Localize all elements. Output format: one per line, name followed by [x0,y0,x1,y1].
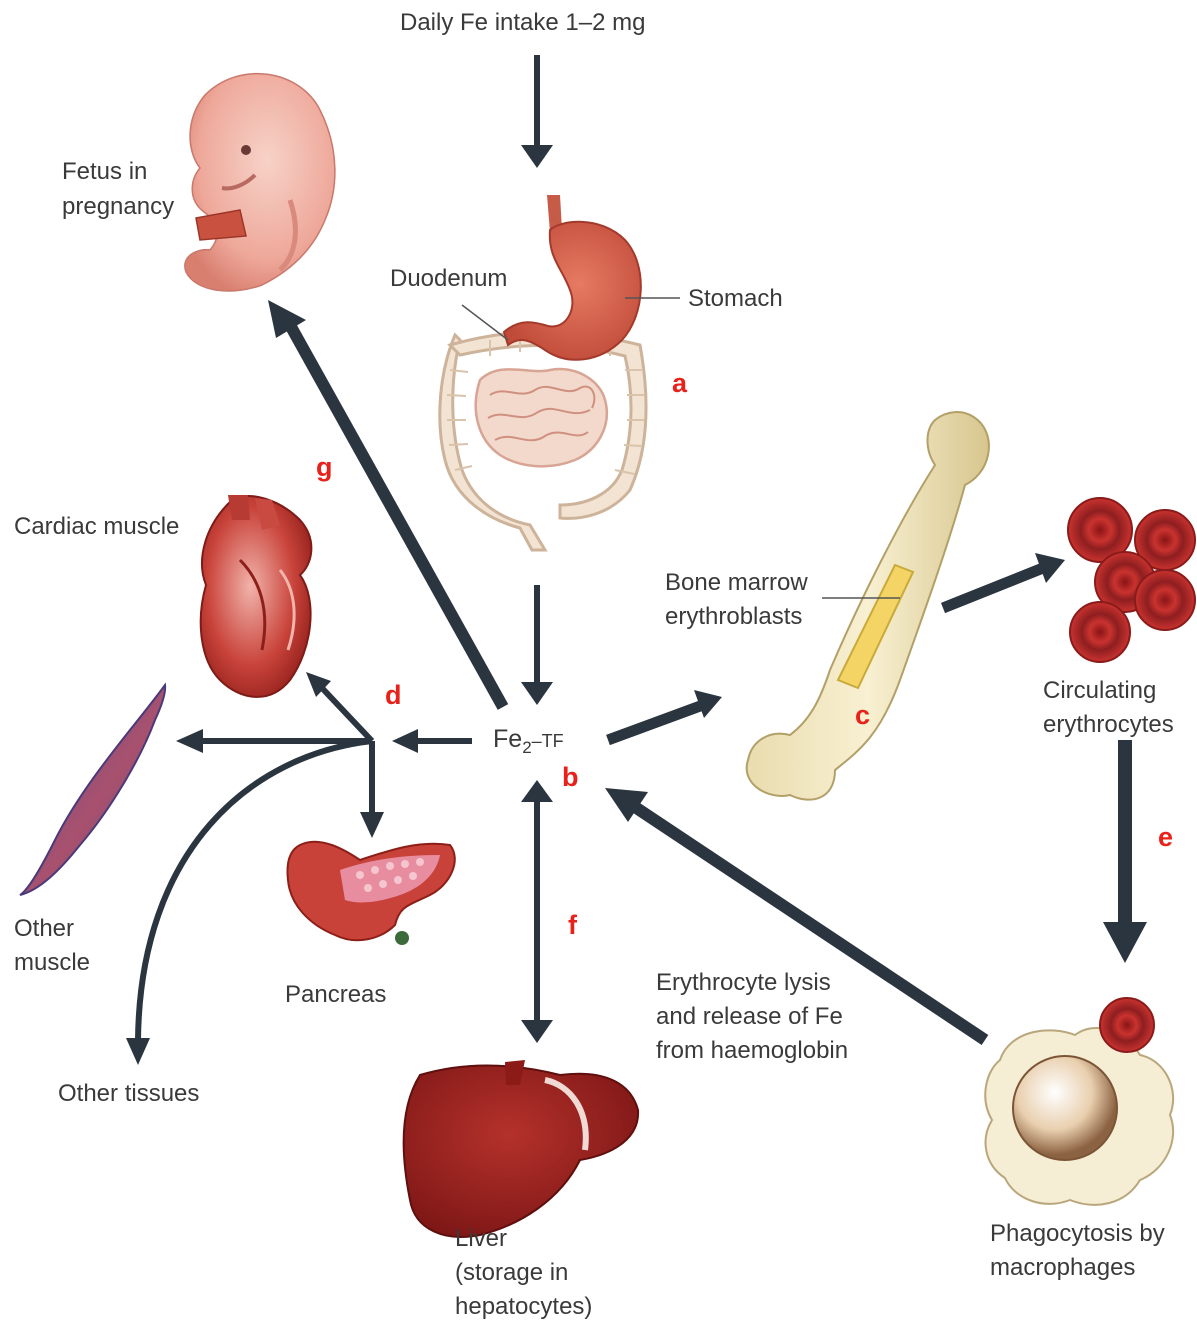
bone-marrow-label-line2: erythroblasts [665,600,802,633]
other-muscle-label-line1: Other [14,912,74,945]
other-tissues-label: Other tissues [58,1077,199,1110]
tf-text: –TF [532,731,564,751]
fetus-illustration [185,74,335,291]
intake-label: Daily Fe intake 1–2 mg [400,6,645,39]
duodenum-label: Duodenum [390,262,507,295]
fetus-label-line2: pregnancy [62,190,174,223]
fe-tf-label: Fe2–TF [493,725,564,758]
step-letter-e: e [1158,822,1173,853]
step-letter-f: f [568,910,577,941]
liver-label-line2: (storage in [455,1256,568,1289]
erythrocytes-illustration [1068,498,1195,662]
other-muscle-label-line2: muscle [14,946,90,979]
step-letter-b: b [562,762,579,793]
step-letter-a: a [672,368,687,399]
fe-subscript: 2 [522,738,531,757]
step-letter-d: d [385,680,402,711]
muscle-illustration [20,685,165,895]
stomach-label: Stomach [688,282,783,315]
heart-illustration [201,495,312,697]
lysis-label-line1: Erythrocyte lysis [656,966,831,999]
fetus-label-line1: Fetus in [62,155,147,188]
step-letter-g: g [316,452,333,483]
phagocytosis-label-line2: macrophages [990,1251,1135,1284]
lysis-label-line3: from haemoglobin [656,1034,848,1067]
pancreas-label: Pancreas [285,978,386,1011]
bone-marrow-label-line1: Bone marrow [665,566,808,599]
fe-text: Fe [493,725,522,753]
digestive-tract-illustration [440,195,646,550]
liver-label-line3: hepatocytes) [455,1290,592,1322]
pancreas-illustration [288,842,455,945]
macrophage-illustration [985,998,1173,1205]
phagocytosis-label-line1: Phagocytosis by [990,1217,1165,1250]
cardiac-muscle-label: Cardiac muscle [14,510,179,543]
circulating-label-line1: Circulating [1043,674,1156,707]
circulating-label-line2: erythrocytes [1043,708,1174,741]
lysis-label-line2: and release of Fe [656,1000,843,1033]
step-letter-c: c [855,700,870,731]
liver-illustration [404,1060,638,1237]
liver-label-line1: Liver [455,1222,507,1255]
